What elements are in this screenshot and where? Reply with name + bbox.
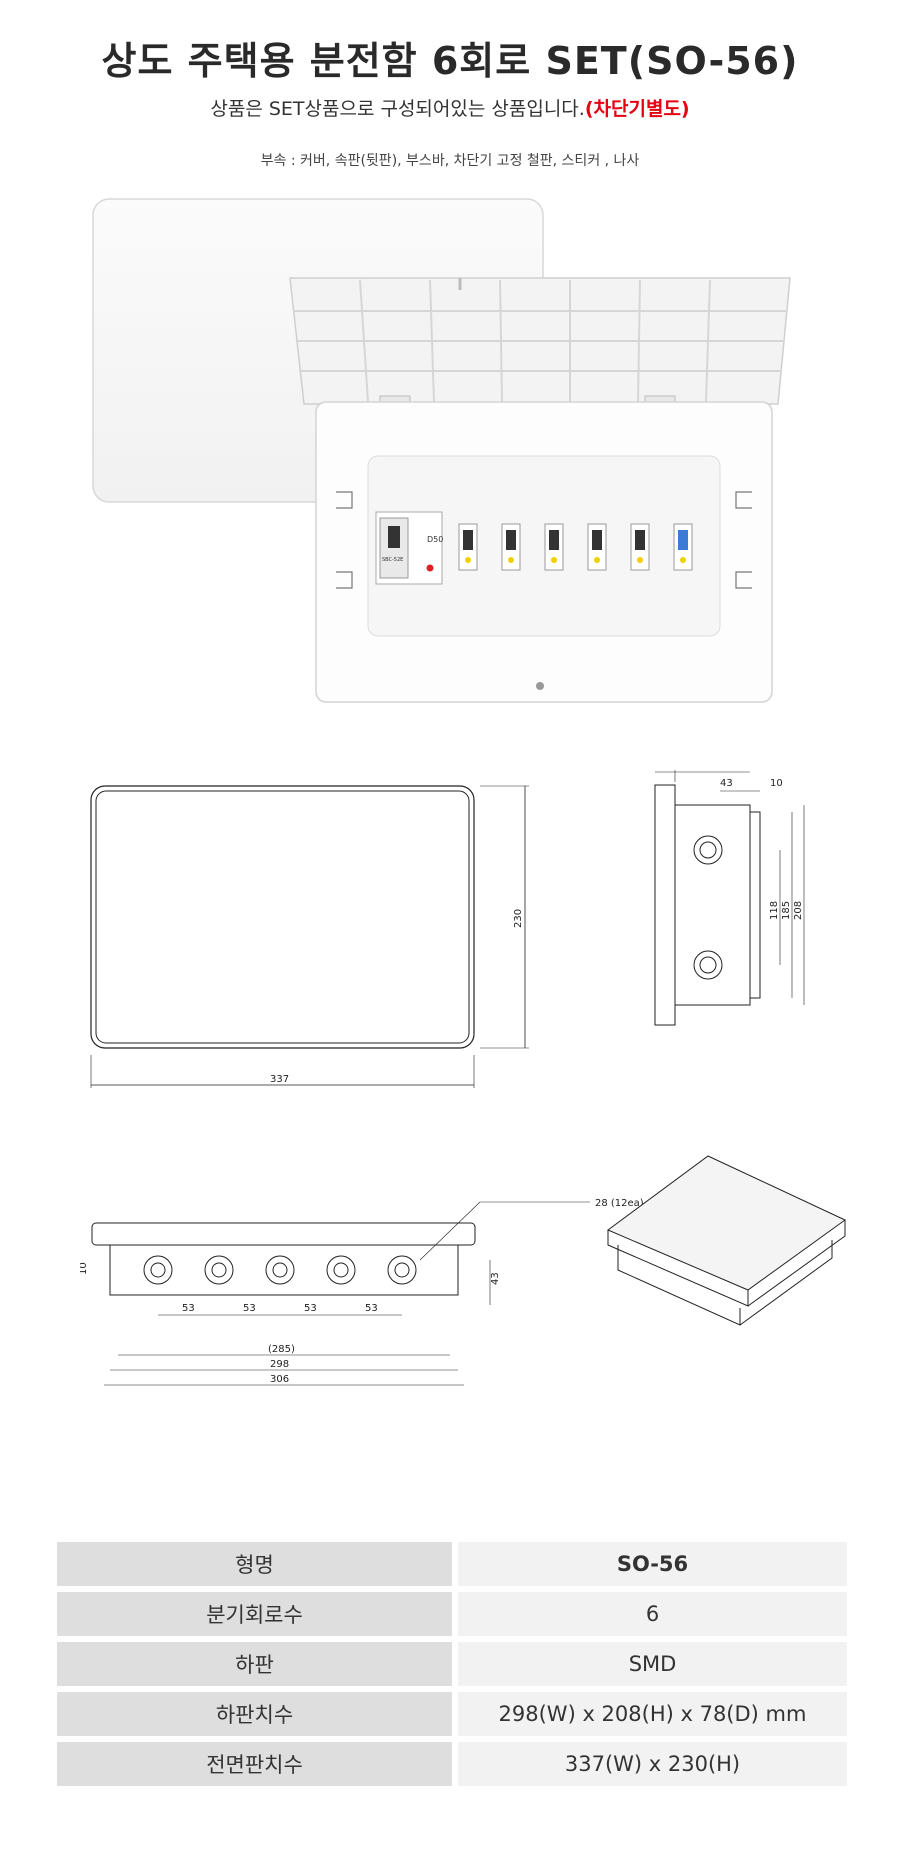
dim-side-43: 43 <box>720 778 733 789</box>
spec-label: 하판 <box>57 1642 452 1686</box>
table-row: 전면판치수 337(W) x 230(H) <box>57 1742 847 1786</box>
dim-pitch-2: 53 <box>243 1303 256 1314</box>
spec-label: 전면판치수 <box>57 1742 452 1786</box>
dim-side-20: 20 <box>658 770 671 771</box>
dim-bottom-306: 306 <box>270 1374 289 1385</box>
branch-breaker <box>544 523 564 571</box>
product-photo: D50 SBC-52E <box>92 198 791 703</box>
branch-breakers <box>458 523 693 571</box>
dim-bottom-298: 298 <box>270 1359 289 1370</box>
dim-pitch-3: 53 <box>304 1303 317 1314</box>
dim-side-77: 77 <box>702 770 715 771</box>
branch-breaker <box>630 523 650 571</box>
dim-bottom-43: 43 <box>490 1272 501 1285</box>
subtitle-note: (차단기별도) <box>584 98 690 120</box>
spec-label: 하판치수 <box>57 1692 452 1736</box>
dim-bottom-10: 10 <box>80 1262 89 1275</box>
isometric-view <box>607 1155 846 1326</box>
dim-side-118: 118 <box>769 901 780 920</box>
branch-breaker <box>587 523 607 571</box>
spec-value: 298(W) x 208(H) x 78(D) mm <box>452 1692 847 1736</box>
accessories-text: 부속 : 커버, 속판(뒷판), 부스바, 차단기 고정 철판, 스티커 , 나… <box>260 153 640 169</box>
subtitle-main: 상품은 SET상품으로 구성되어있는 상품입니다. <box>210 98 585 120</box>
branch-breaker <box>501 523 521 571</box>
dim-bottom-285: (285) <box>268 1344 295 1355</box>
dim-side-208: 208 <box>793 901 804 920</box>
breaker-panel <box>367 455 721 637</box>
dim-pitch-1: 53 <box>182 1303 195 1314</box>
spec-label: 형명 <box>57 1542 452 1586</box>
side-view <box>654 770 805 1026</box>
dim-front-height: 230 <box>513 909 524 928</box>
spec-table: 형명 SO-56 분기회로수 6 하판 SMD 하판치수 298(W) x 20… <box>57 1536 847 1792</box>
branch-breaker <box>458 523 478 571</box>
branch-breaker <box>673 523 693 571</box>
breaker-model: SBC-52E <box>382 557 403 563</box>
spec-value: SMD <box>452 1642 847 1686</box>
subtitle: 상품은 SET상품으로 구성되어있는 상품입니다.(차단기별도) <box>0 94 900 121</box>
spec-label: 분기회로수 <box>57 1592 452 1636</box>
spec-value: 6 <box>452 1592 847 1636</box>
table-row: 하판치수 298(W) x 208(H) x 78(D) mm <box>57 1692 847 1736</box>
dim-front-width: 337 <box>270 1074 289 1085</box>
dim-side-10: 10 <box>770 778 783 789</box>
bottom-view <box>91 1201 590 1386</box>
spec-value: SO-56 <box>452 1542 847 1586</box>
dim-side-185: 185 <box>781 901 792 920</box>
dim-pitch-4: 53 <box>365 1303 378 1314</box>
spec-value: 337(W) x 230(H) <box>452 1742 847 1786</box>
table-row: 하판 SMD <box>57 1642 847 1686</box>
front-view <box>90 785 529 1088</box>
dimension-drawings: 337 230 20 77 43 10 118 185 208 28 (1 <box>80 770 846 1386</box>
breaker-label: D50 <box>427 535 443 544</box>
table-row: 형명 SO-56 <box>57 1542 847 1586</box>
page-title: 상도 주택용 분전함 6회로 SET(SO-56) <box>101 39 799 83</box>
table-row: 분기회로수 6 <box>57 1592 847 1636</box>
dim-knockout: 28 (12ea) <box>595 1198 644 1209</box>
